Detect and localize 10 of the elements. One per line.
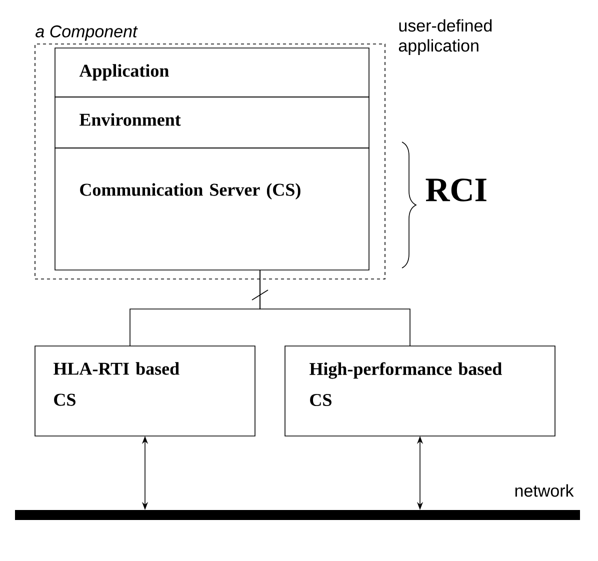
annotation-text: user-defined application	[398, 19, 492, 56]
layer-box: HLA-RTI based CS	[34, 346, 256, 436]
group-label: RCI	[426, 178, 486, 202]
layer-box: Application	[54, 48, 370, 98]
connector-line	[260, 270, 410, 346]
node-label: a Component	[36, 25, 138, 41]
network-label: network	[515, 484, 574, 497]
layer-box: Communication Server (CS)	[54, 148, 370, 270]
layer-box: Environment	[54, 96, 370, 148]
layer-box: High-performance based CS	[284, 346, 556, 436]
